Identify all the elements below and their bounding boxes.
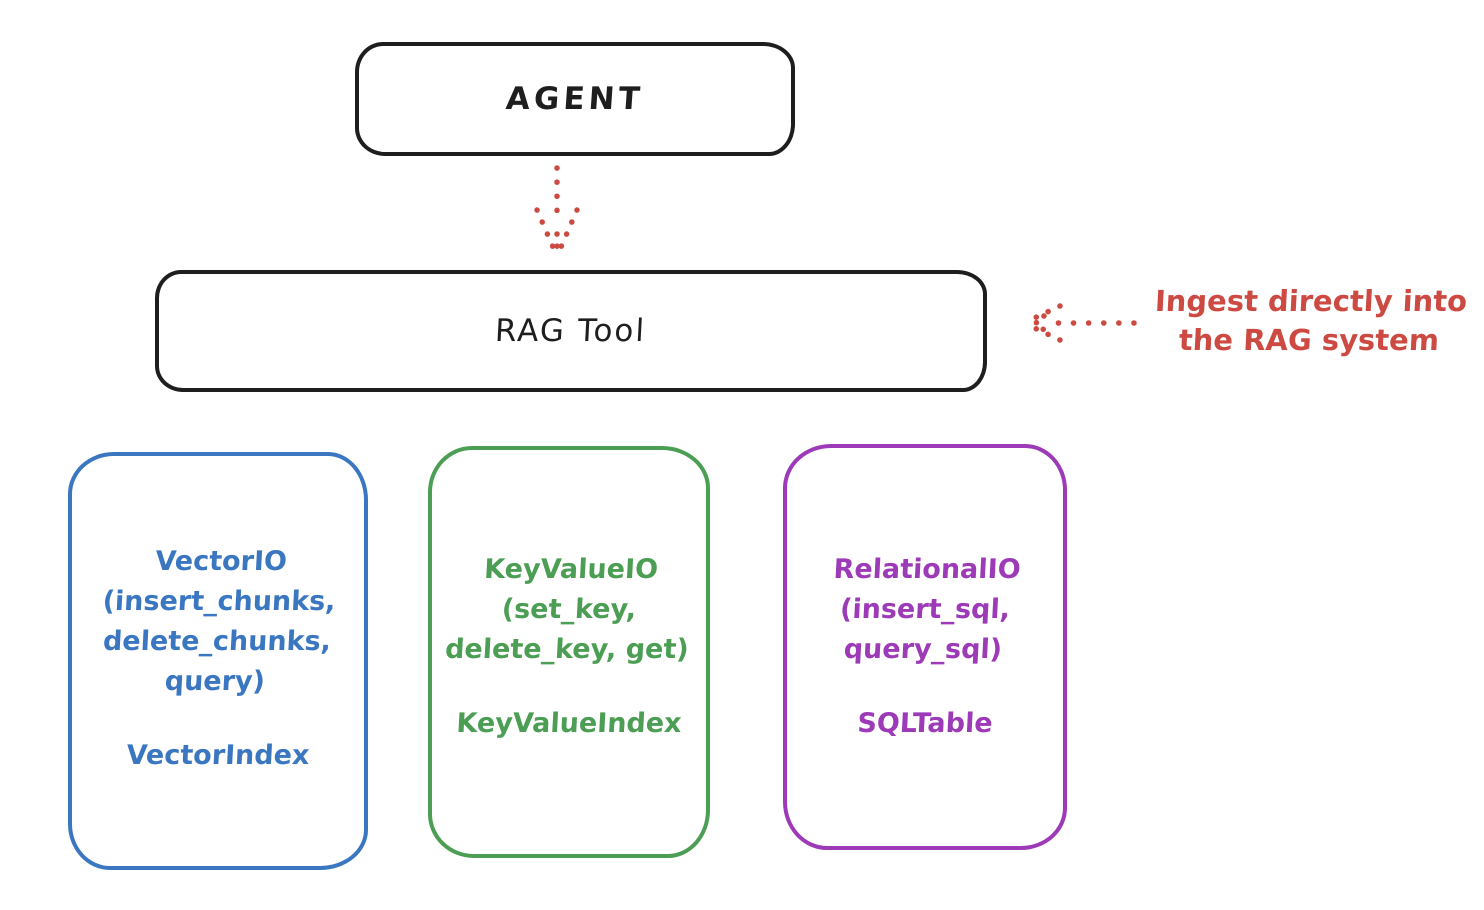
vector-io-node: VectorIO (insert_chunks, delete_chunks, … (68, 452, 368, 870)
key-value-io-node: KeyValueIO (set_key, delete_key, get) Ke… (428, 446, 710, 858)
key-value-index-label: KeyValueIndex (455, 708, 683, 739)
agent-label: AGENT (504, 81, 646, 117)
relational-io-body: RelationalIO (insert_sql, query_sql) (832, 554, 1022, 665)
rag-tool-node: RAG Tool (155, 270, 987, 392)
agent-to-rag-arrow-icon (534, 165, 580, 259)
ingest-annotation: Ingest directly into the RAG system (1154, 284, 1469, 357)
key-value-io-body: KeyValueIO (set_key, delete_key, get) (444, 554, 690, 665)
rag-tool-label: RAG Tool (494, 313, 648, 349)
vector-io-index-label: VectorIndex (125, 740, 311, 771)
relational-io-node: RelationalIO (insert_sql, query_sql) SQL… (783, 444, 1067, 850)
vector-io-body: VectorIO (insert_chunks, delete_chunks, … (101, 546, 337, 697)
sql-table-label: SQLTable (856, 708, 994, 739)
agent-node: AGENT (355, 42, 795, 156)
ingest-note-arrow-icon (1023, 303, 1137, 343)
